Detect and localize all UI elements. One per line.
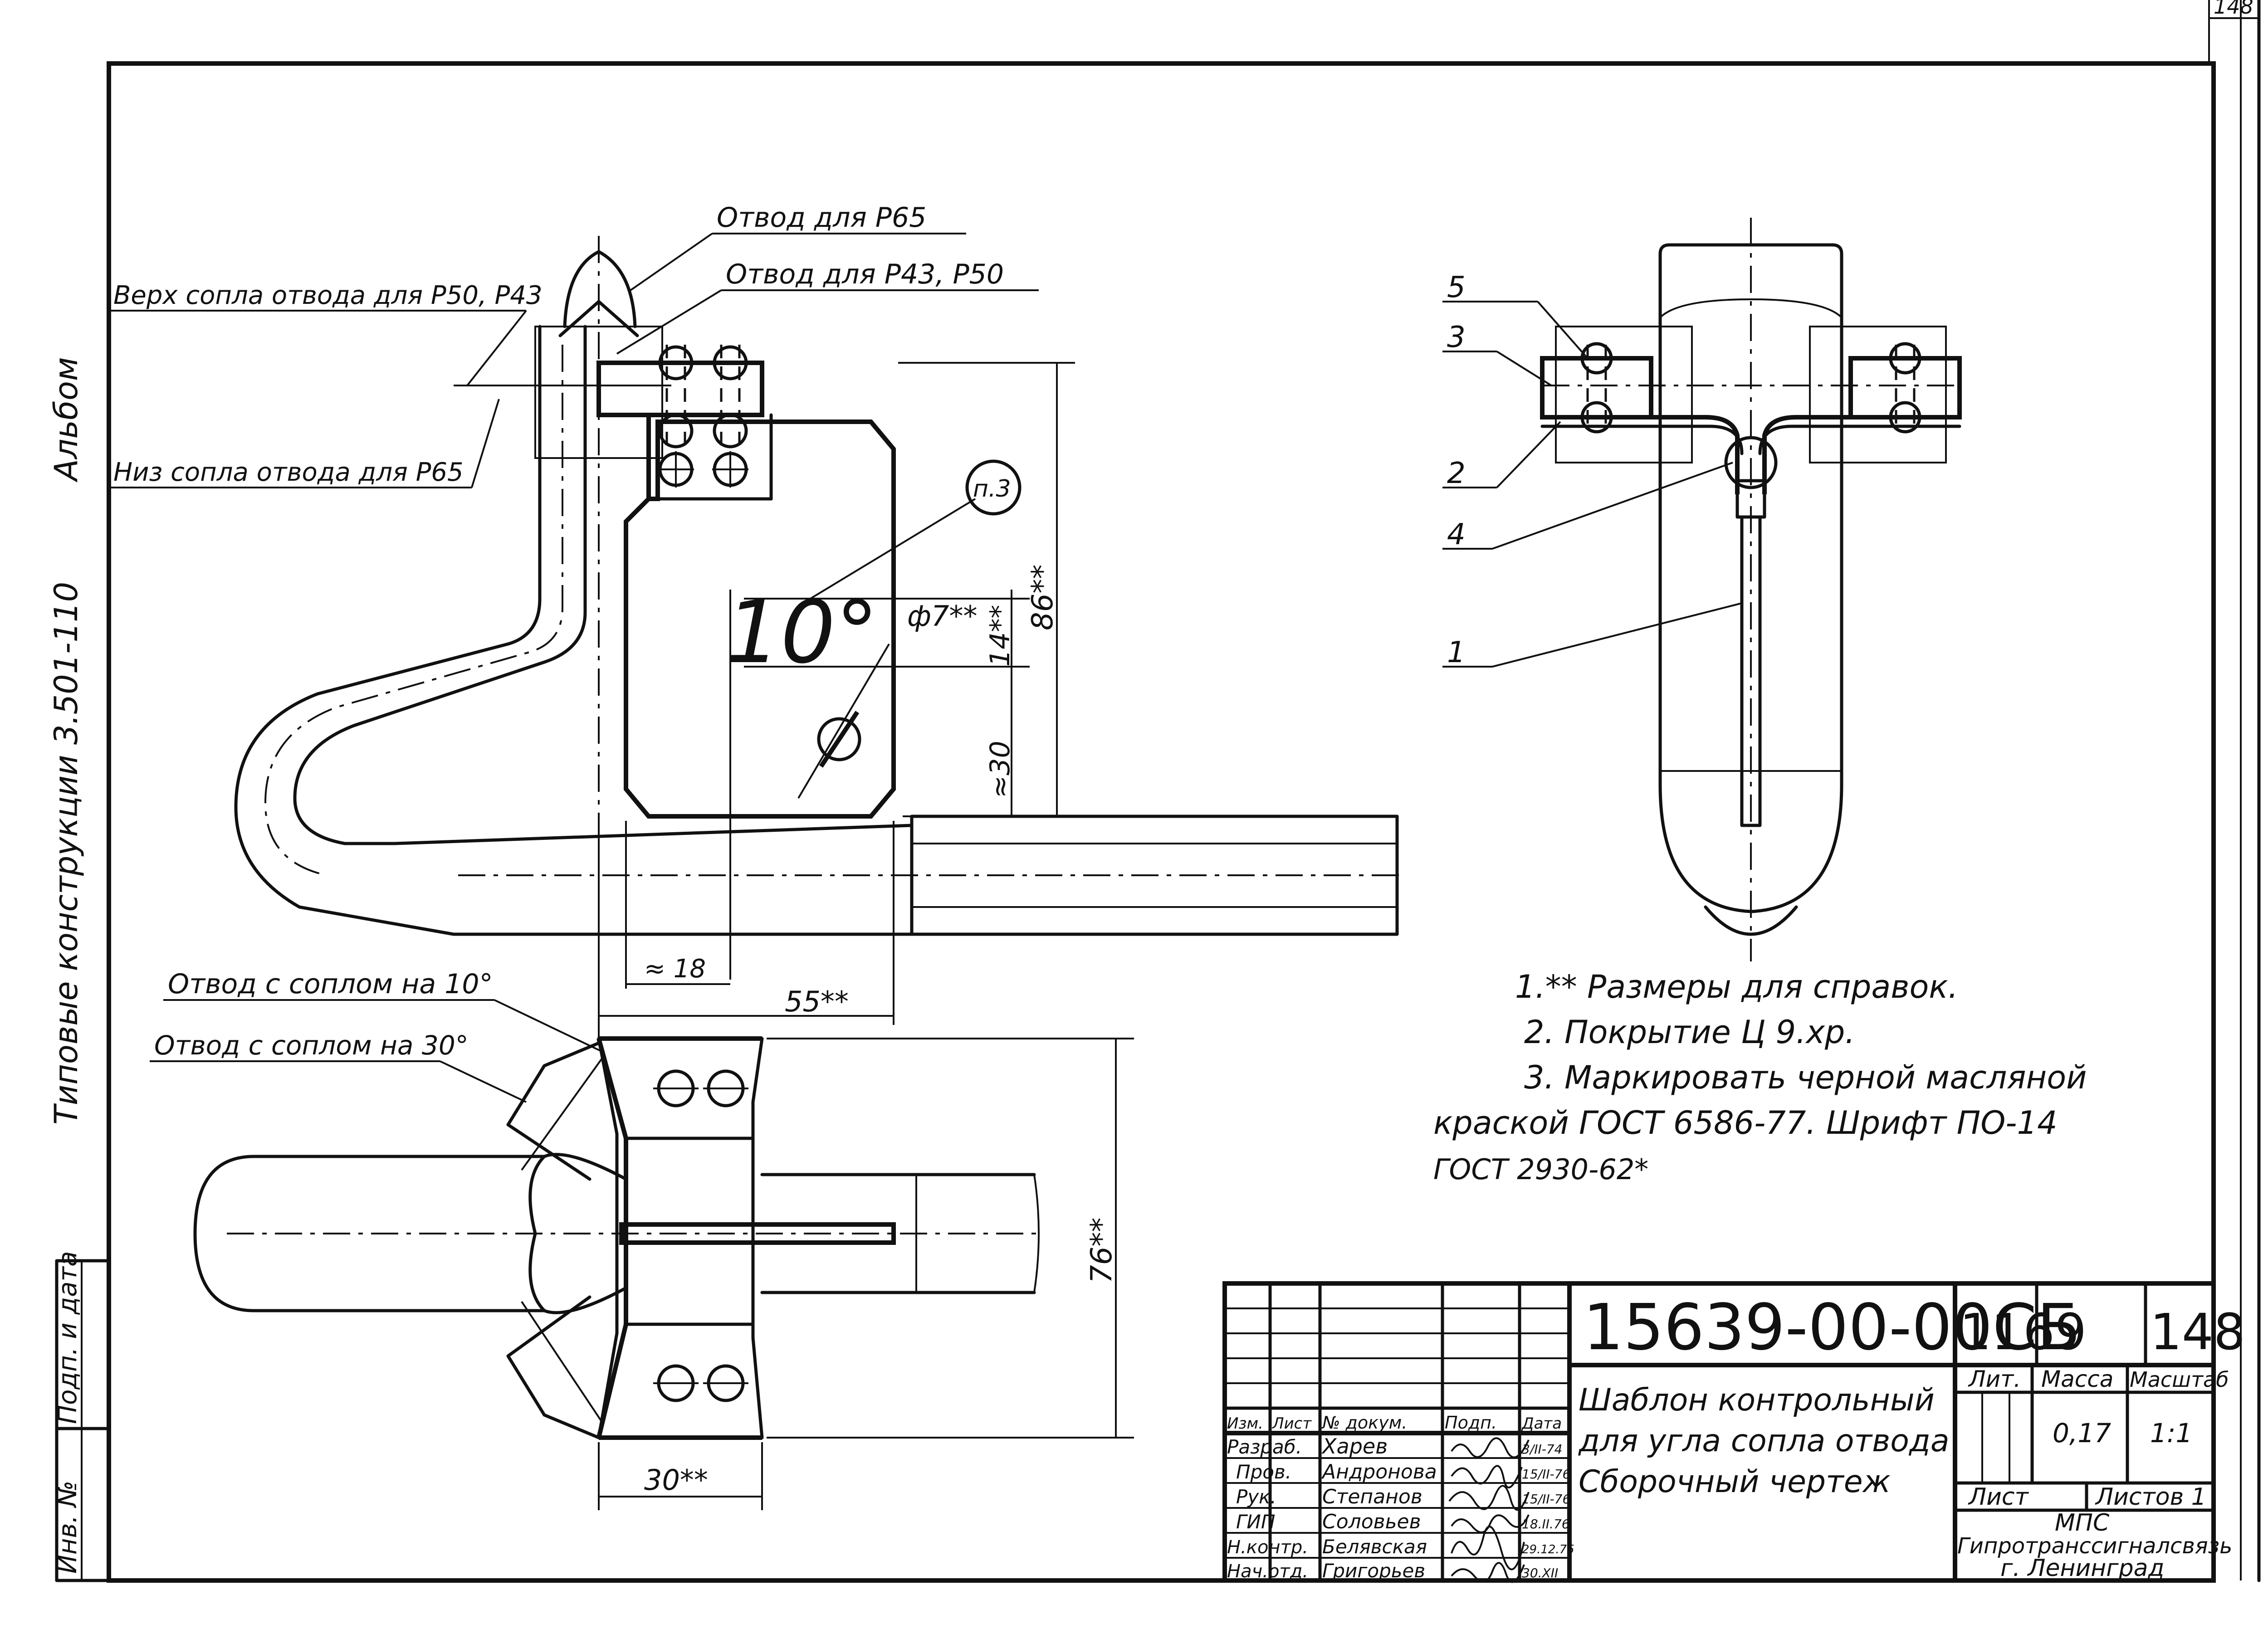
dim-55: 55** [785,985,849,1018]
col-lit: Лит. [1968,1366,2021,1392]
sheet-label: Лист [1968,1483,2029,1511]
row-date: 18.II.76 [1522,1517,1570,1532]
ref-p3: п.3 [973,475,1011,502]
row-role: Н.контр. [1227,1537,1308,1558]
doc-page: 148 [2150,1303,2245,1361]
row-name: Степанов [1322,1485,1422,1508]
row-name: Соловьев [1322,1510,1421,1533]
position-1: 1 [1447,636,1466,669]
main-view: 10° п.3 ф7** 14** 86** ≈30 ≈ 18 55** [234,236,1406,1025]
row-date: 29.12.75 [1522,1543,1574,1556]
col-mass: Масса [2041,1366,2113,1392]
callout-verh-sopla: Верх сопла отвода для Р50, Р43 [113,281,543,310]
org-3: г. Ленинград [2000,1555,2164,1582]
position-4: 4 [1447,518,1466,551]
note-2: 2. Покрытие Ц 9.хр. [1524,1014,1855,1051]
position-leaders [1442,301,1742,668]
position-2: 2 [1447,457,1466,490]
note-3: 3. Маркировать черной масляной [1524,1059,2087,1096]
dim-30: 30** [644,1463,708,1497]
inv-number-field: Инв. № [53,1481,83,1574]
callout-otvod-r43-r50: Отвод для Р43, Р50 [726,259,1004,290]
row-date: 3/II-74 [1522,1442,1563,1457]
callout-otvod-10: Отвод с соплом на 10° [168,968,493,1000]
callout-leaders [111,233,1039,488]
position-5: 5 [1447,271,1466,304]
hdr-list: Лист [1271,1415,1312,1433]
row-date: 15/II-76 [1522,1492,1570,1507]
dim-30-approx: ≈30 [984,741,1016,798]
dim-phi7: ф7** [907,600,977,633]
corner-page-number: 148 [2214,0,2253,19]
plan-callout-leaders [150,999,604,1103]
dim-76: 76** [1085,1218,1119,1283]
row-name: Андронова [1321,1460,1437,1483]
sheets-label: Листов 1 [2095,1483,2206,1511]
note-3-cont: краской ГОСТ 6586-77. Шрифт ПО-14 [1433,1104,2058,1141]
row-name: Белявская [1322,1536,1427,1558]
hdr-doc: № докум. [1321,1413,1407,1433]
album-side-strip: Альбом Типовые конструкции 3.501-110 Под… [48,357,111,1582]
org-2: Гипротранссигналсвязь [1957,1533,2232,1559]
row-role: Рук. [1236,1486,1276,1508]
dim-18: ≈ 18 [644,954,706,984]
doc-name-1: Шаблон контрольный [1579,1382,1935,1418]
hdr-izm: Изм. [1227,1415,1263,1433]
doc-name-3: Сборочный чертеж [1579,1464,1891,1500]
row-role: ГИП [1236,1511,1275,1533]
row-role: Разраб. [1227,1436,1302,1458]
position-3: 3 [1447,321,1466,354]
doc-number: 15639-00-00СБ [1583,1291,2080,1365]
album-series-title: Типовые конструкции 3.501-110 [48,582,85,1125]
note-3-end: ГОСТ 2930-62* [1433,1153,1648,1186]
title-block [543,1281,2216,1583]
row-name: Харев [1321,1434,1388,1458]
doc-name-2: для угла сопла отвода [1578,1423,1950,1459]
plan-view: 76** 30** [193,1020,1134,1510]
org-1: МПС [2055,1509,2110,1536]
album-label: Альбом [48,357,85,483]
row-date: 30.XII [1522,1566,1558,1580]
side-view [1540,218,1962,961]
row-role: Пров. [1236,1461,1291,1483]
callout-niz-sopla: Низ сопла отвода для Р65 [113,458,464,487]
hdr-sign: Подп. [1445,1413,1497,1433]
note-1: 1.** Размеры для справок. [1515,968,1958,1005]
dim-14: 14** [984,605,1016,667]
dim-86: 86** [1026,565,1060,630]
sign-date-field: Подп. и дата [53,1251,83,1424]
row-date: 15/II-76 [1522,1467,1570,1482]
scale-value: 1:1 [2150,1418,2192,1449]
technical-notes: 1.** Размеры для справок. 2. Покрытие Ц … [1433,968,2087,1186]
callout-otvod-30: Отвод с соплом на 30° [154,1030,469,1061]
signatures [1448,1437,1530,1583]
col-scale: Масштаб [2130,1367,2229,1392]
hdr-date: Дата [1521,1415,1562,1433]
rivet-holes [658,345,748,488]
row-name: Григорьев [1322,1560,1425,1582]
mass-value: 0,17 [2053,1418,2111,1449]
row-role: Нач.отд. [1227,1561,1308,1582]
doc-code: 1169 [1960,1303,2087,1361]
callout-otvod-r65: Отвод для Р65 [717,202,926,234]
